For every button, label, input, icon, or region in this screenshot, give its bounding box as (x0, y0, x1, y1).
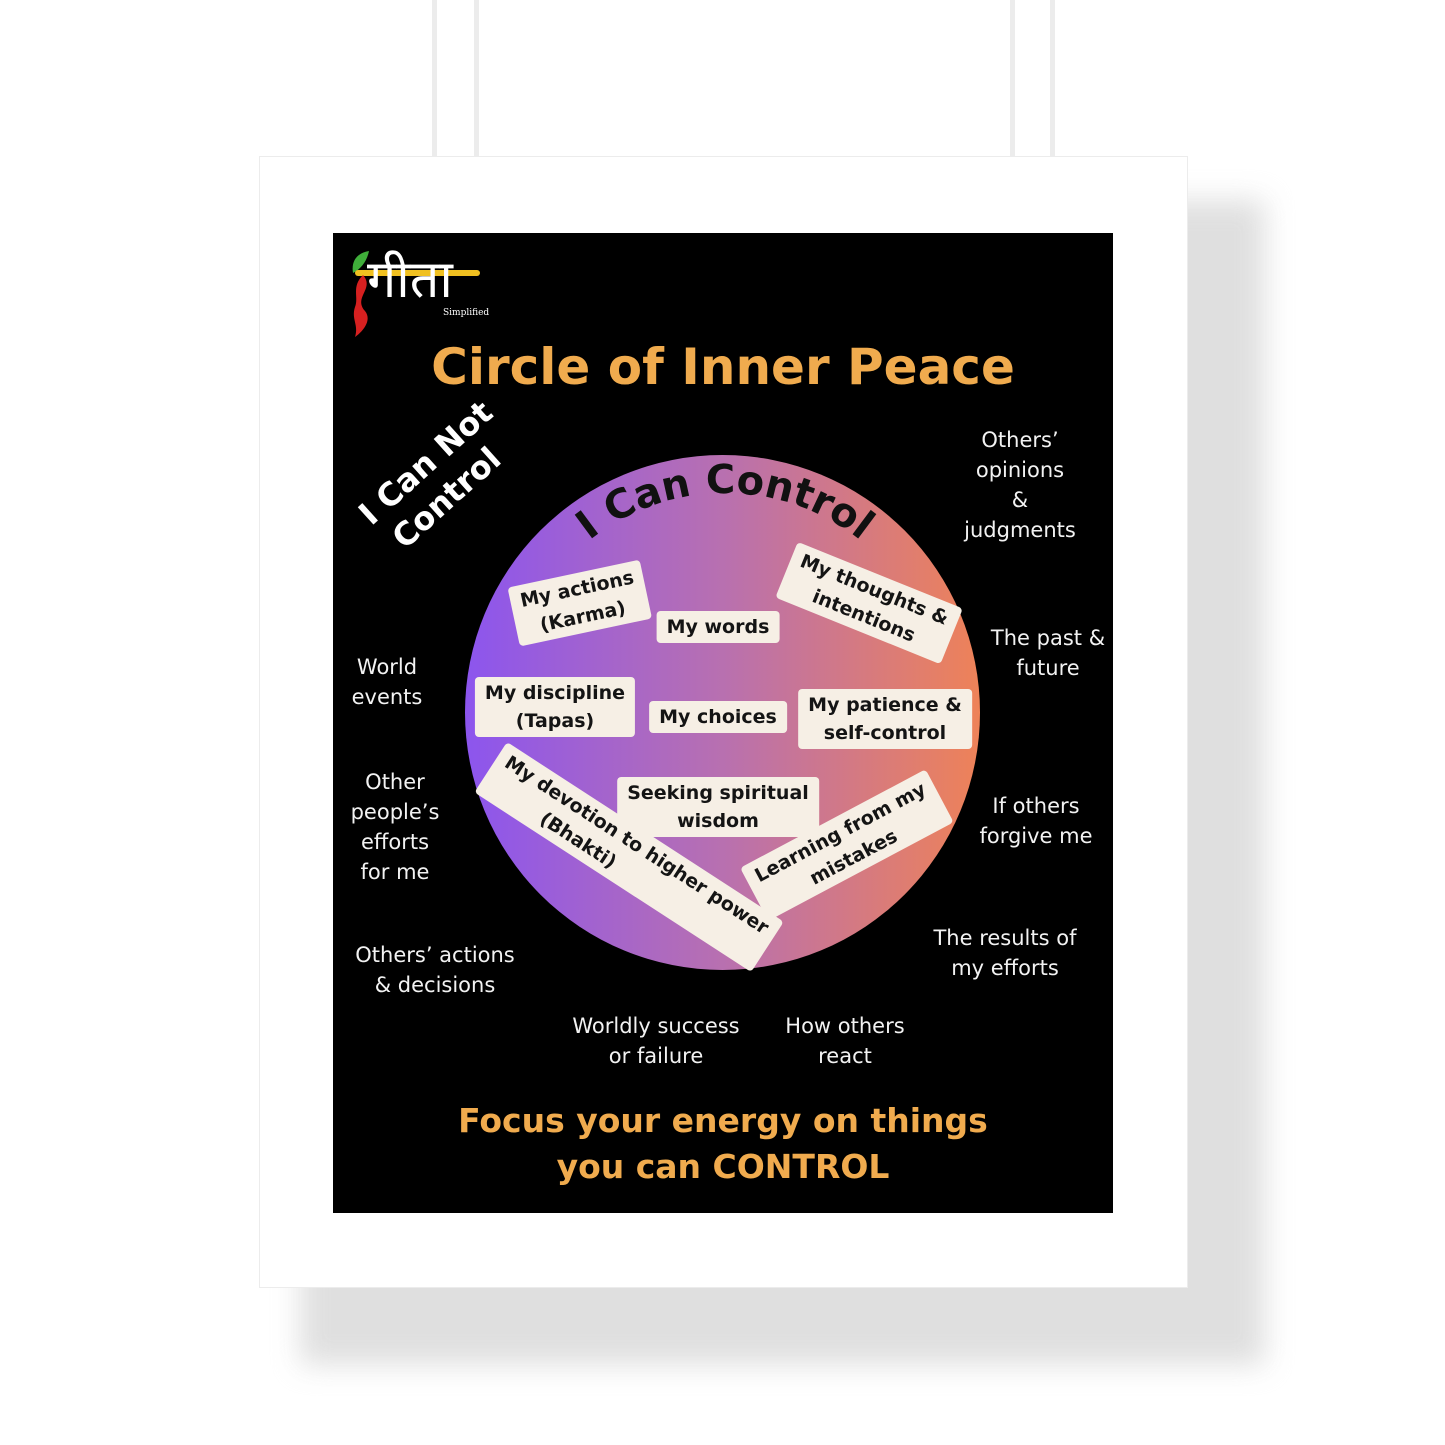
poster-title: Circle of Inner Peace (431, 338, 1015, 396)
card-my-patience: My patience & self-control (798, 689, 972, 749)
leaf-icon (352, 251, 369, 273)
outer-item-worldly-success: Worldly success or failure (572, 1014, 740, 1068)
poster: गीता Simplified Circle of Inner Peace I … (333, 233, 1113, 1213)
can-control-heading: I Can Control (568, 457, 883, 549)
poster-footer: Focus your energy on things you can CONT… (333, 1098, 1113, 1190)
logo-subtitle: Simplified (443, 308, 490, 318)
outer-item-others-forgive: If others forgive me (979, 794, 1093, 848)
logo-wordmark: गीता (367, 250, 453, 310)
outer-item-others-actions: Others’ actions & decisions (355, 943, 515, 997)
gita-logo: गीता Simplified (347, 245, 497, 340)
outer-item-results-of-efforts: The results of my efforts (933, 926, 1077, 980)
footer-line1: Focus your energy on things (458, 1101, 988, 1140)
can-control-heading-text: I Can Control (568, 457, 883, 549)
outer-item-past-future: The past & future (990, 626, 1106, 680)
footer-line2: you can CONTROL (556, 1147, 890, 1186)
hanging-wire-right (1050, 0, 1055, 160)
ribbon-icon (353, 275, 368, 337)
outer-item-other-peoples-efforts: Other people’s efforts for me (350, 770, 440, 884)
card-my-discipline: My discipline (Tapas) (474, 677, 636, 737)
hanging-wire-right-inner (1010, 0, 1015, 160)
outer-item-world-events: World events (351, 655, 423, 709)
hanging-wire-left (432, 0, 437, 160)
card-my-choices: My choices (649, 701, 787, 733)
svg-text:I Can Control: I Can Control (568, 457, 883, 549)
outer-item-others-opinions: Others’ opinions & judgments (964, 428, 1076, 542)
outer-item-how-others-react: How others react (785, 1014, 905, 1068)
card-my-words: My words (656, 611, 780, 643)
flute-icon (355, 270, 480, 276)
card-seeking-wisdom: Seeking spiritual wisdom (617, 777, 819, 837)
hanging-wire-left-inner (474, 0, 479, 160)
